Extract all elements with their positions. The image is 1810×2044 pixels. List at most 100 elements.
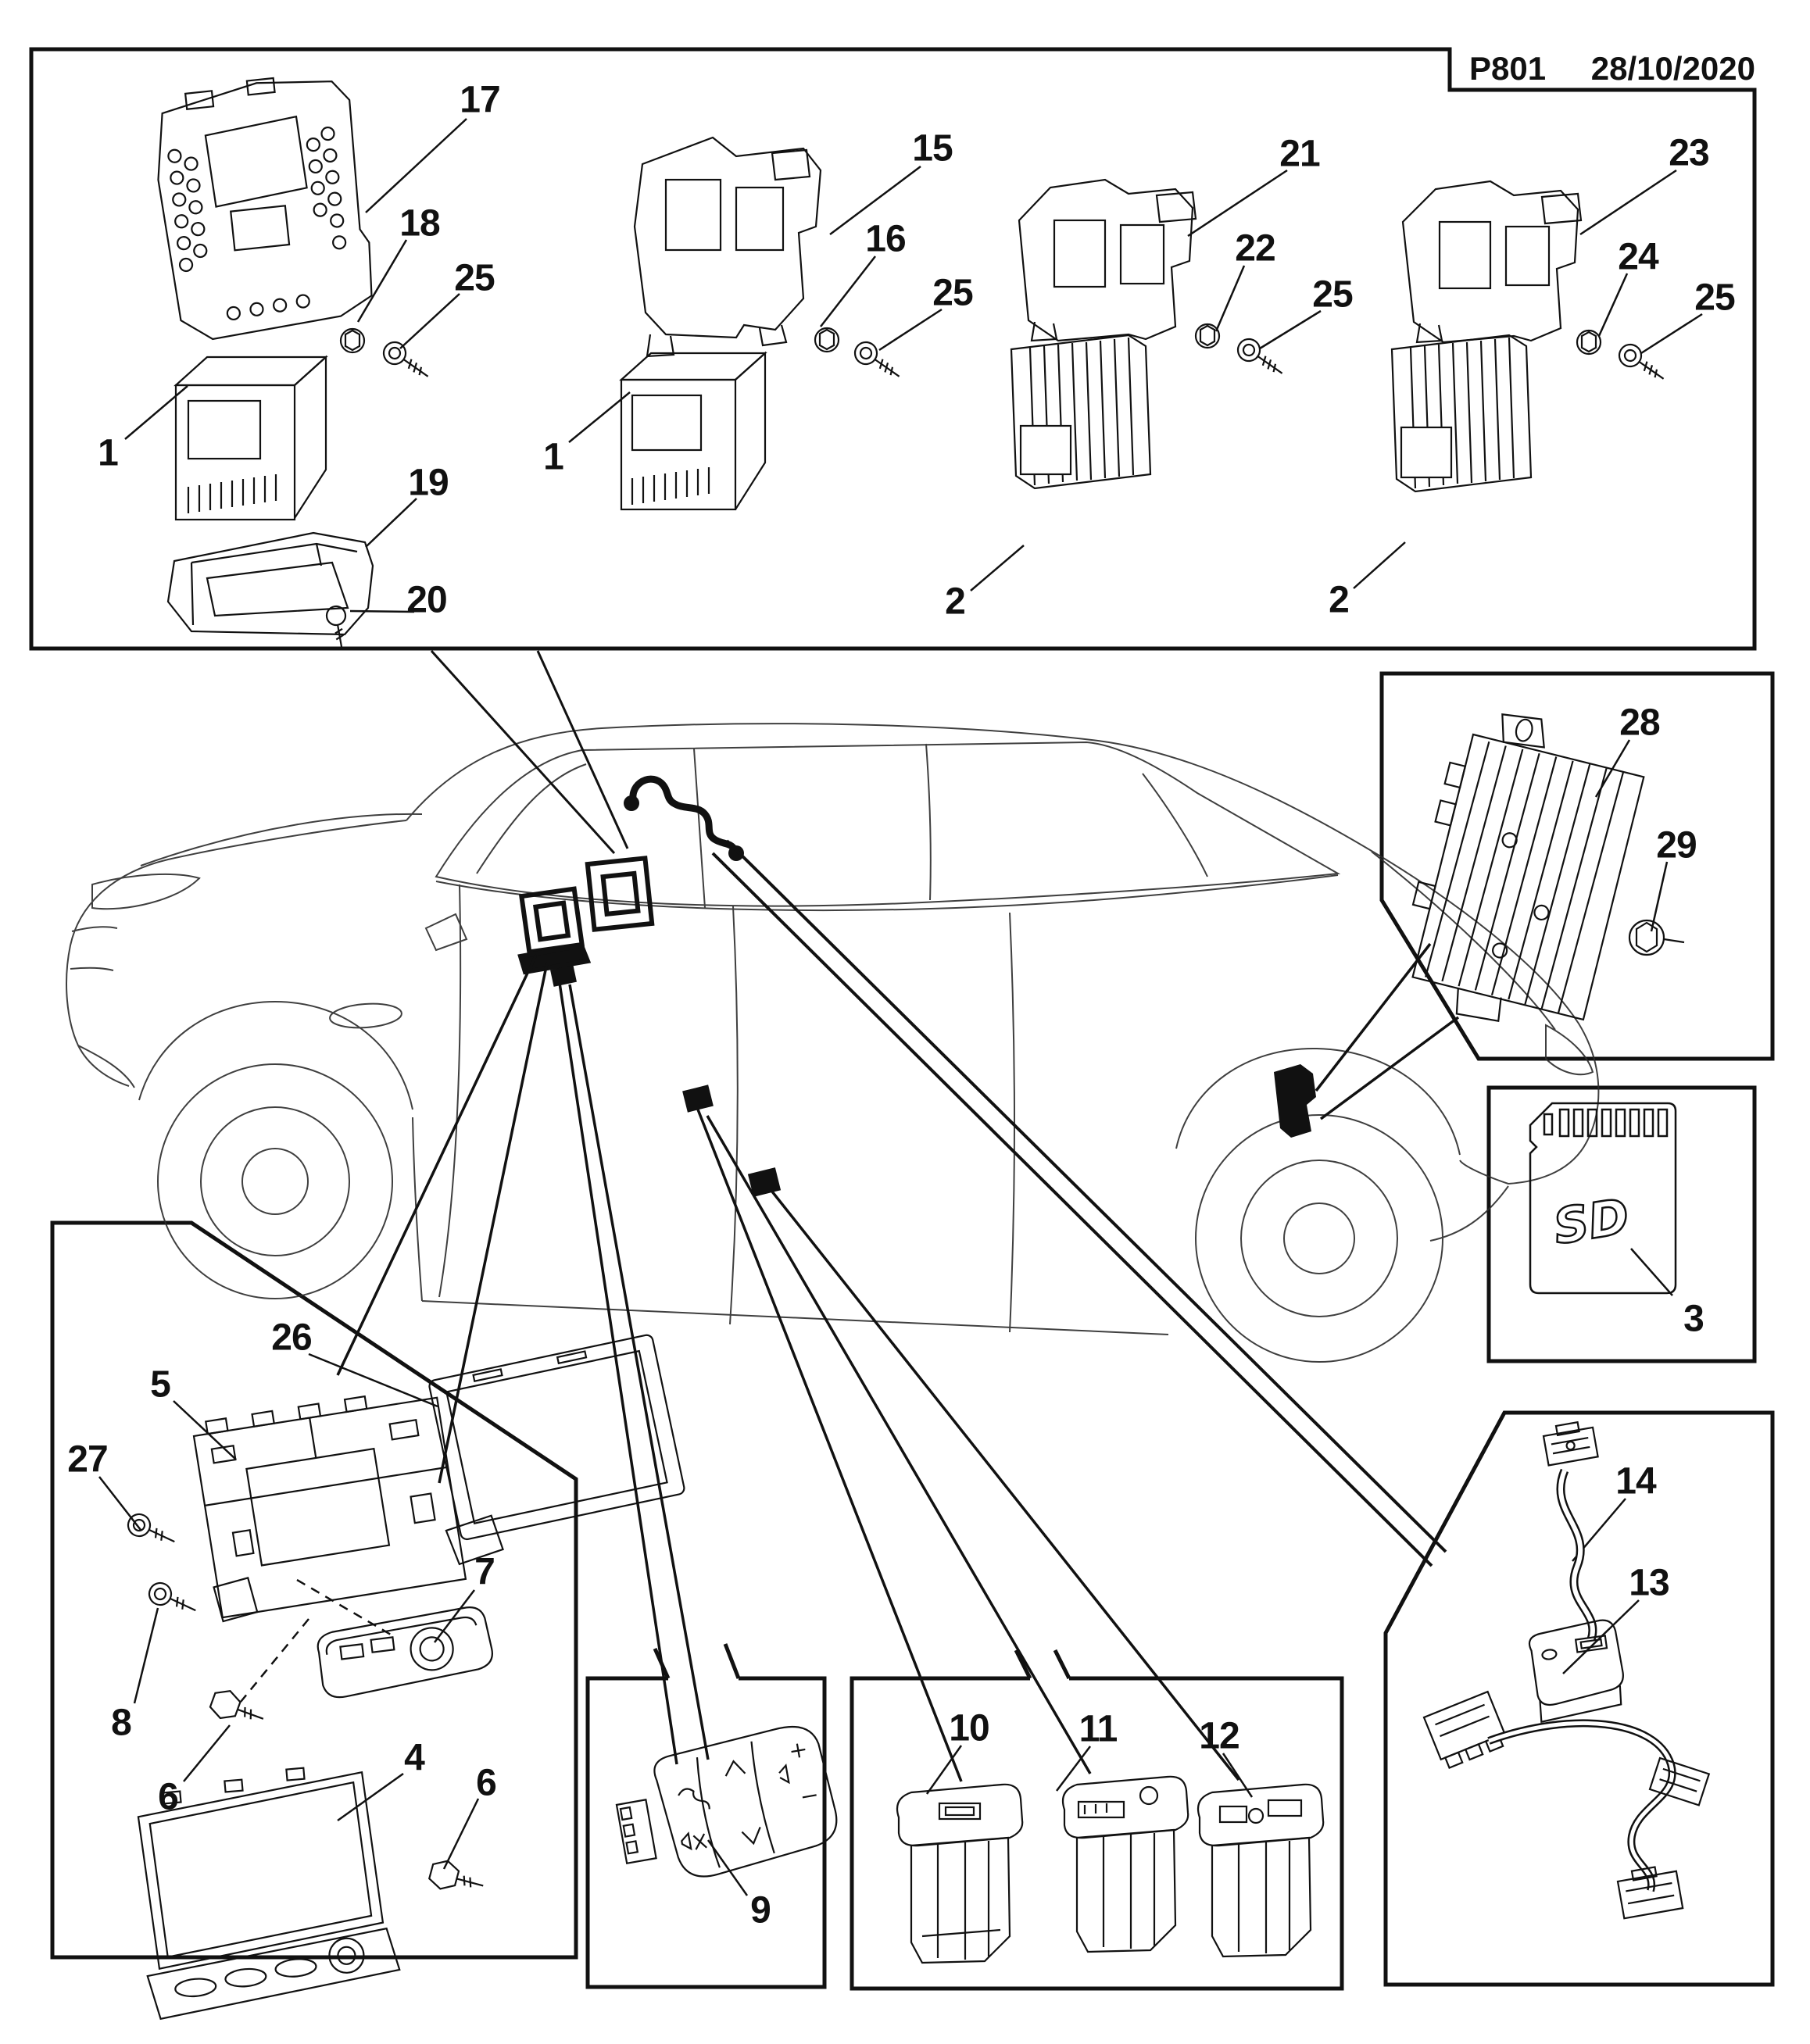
callout-label-25: 25 bbox=[1694, 277, 1735, 319]
callout-label-23: 23 bbox=[1669, 132, 1709, 174]
callout-label-16: 16 bbox=[865, 218, 906, 260]
callout-label-24: 24 bbox=[1618, 236, 1658, 278]
amplifier-box-parts bbox=[1411, 713, 1685, 1022]
callout-label-17: 17 bbox=[460, 79, 500, 121]
callout-leader-lines bbox=[98, 118, 1703, 1896]
callout-label-29: 29 bbox=[1656, 824, 1697, 867]
callout-label-25: 25 bbox=[454, 257, 495, 299]
part-25-screw-3 bbox=[1236, 338, 1283, 374]
sockets-box-parts bbox=[896, 1775, 1325, 1964]
sd-card-part: SD bbox=[1529, 1102, 1677, 1295]
part-16-nut bbox=[814, 327, 840, 353]
top-box-outline bbox=[29, 47, 1757, 651]
part-8-screw bbox=[148, 1581, 196, 1612]
display-box-outline bbox=[50, 1220, 578, 1960]
part-25-screw-1 bbox=[382, 341, 429, 377]
callout-label-15: 15 bbox=[912, 127, 953, 170]
callout-label-22: 22 bbox=[1235, 227, 1275, 270]
part-29-nut bbox=[1628, 919, 1685, 956]
callout-label-14: 14 bbox=[1615, 1460, 1656, 1503]
antenna-cable-marker bbox=[624, 775, 744, 861]
callout-label-11: 11 bbox=[1078, 1708, 1118, 1750]
cables-box-outline bbox=[1383, 1410, 1775, 1987]
switch-box-outline bbox=[585, 1643, 827, 1989]
connector-marker-console-1 bbox=[682, 1085, 714, 1113]
cables-box-parts bbox=[1422, 1420, 1711, 1920]
part-1-radio-left bbox=[173, 355, 328, 521]
part-11-aux-socket bbox=[1061, 1775, 1189, 1953]
part-5-mount-frame bbox=[192, 1395, 504, 1623]
callout-label-3: 3 bbox=[1683, 1298, 1704, 1340]
part-12-dual-socket bbox=[1197, 1783, 1325, 1958]
part-9-steering-switch bbox=[615, 1725, 838, 1878]
callout-label-19: 19 bbox=[408, 462, 449, 504]
sd-logo: SD bbox=[1550, 1188, 1633, 1256]
callout-label-27: 27 bbox=[67, 1438, 108, 1481]
callout-label-25: 25 bbox=[1312, 273, 1353, 316]
callout-label-1: 1 bbox=[98, 432, 119, 474]
callout-label-6: 6 bbox=[158, 1776, 179, 1818]
top-box-parts bbox=[157, 77, 1665, 650]
part-13-connector-a bbox=[1422, 1690, 1506, 1769]
callout-label-13: 13 bbox=[1629, 1562, 1669, 1604]
amplifier-box-outline bbox=[1379, 671, 1775, 1061]
part-15-bracket bbox=[633, 136, 822, 358]
callout-label-6: 6 bbox=[476, 1762, 497, 1804]
callout-label-4: 4 bbox=[404, 1737, 425, 1779]
part-4-display-unit bbox=[137, 1767, 401, 2021]
location-leader-lines bbox=[336, 649, 1460, 1782]
callout-label-10: 10 bbox=[949, 1707, 989, 1749]
part-10-usb-socket bbox=[896, 1783, 1024, 1964]
section-boxes bbox=[29, 47, 1775, 1991]
callout-label-12: 12 bbox=[1199, 1715, 1239, 1757]
part-23-bracket bbox=[1401, 180, 1583, 344]
part-27-screw bbox=[127, 1513, 175, 1543]
part-14-connector bbox=[1542, 1420, 1599, 1467]
part-13-connector-c bbox=[1616, 1866, 1684, 1920]
callout-label-8: 8 bbox=[111, 1702, 132, 1744]
callout-label-2: 2 bbox=[945, 581, 966, 623]
callout-label-5: 5 bbox=[150, 1363, 171, 1406]
callout-label-18: 18 bbox=[399, 202, 440, 245]
part-17-bracket bbox=[157, 77, 373, 341]
part-25-screw-4 bbox=[1618, 343, 1665, 380]
part-2-amplifier-right bbox=[1390, 334, 1533, 493]
sockets-box-outline bbox=[850, 1649, 1344, 1991]
callout-label-28: 28 bbox=[1619, 702, 1660, 744]
part-22-nut bbox=[1194, 323, 1221, 349]
callout-label-21: 21 bbox=[1279, 133, 1320, 175]
sd-card-box-outline bbox=[1486, 1085, 1757, 1363]
connector-marker-console-2 bbox=[747, 1167, 782, 1197]
connector-marker-dash bbox=[550, 965, 577, 987]
part-26-display bbox=[428, 1334, 685, 1541]
part-7-trim-panel bbox=[317, 1606, 493, 1699]
part-25-screw-2 bbox=[853, 341, 900, 377]
part-20-screw bbox=[325, 605, 347, 650]
part-24-nut bbox=[1576, 329, 1602, 356]
callout-label-7: 7 bbox=[474, 1551, 495, 1593]
part-28-amplifier bbox=[1411, 713, 1645, 1022]
callout-label-20: 20 bbox=[406, 579, 447, 621]
part-13-connector-b bbox=[1648, 1756, 1711, 1806]
display-box-parts bbox=[127, 1334, 685, 2021]
car-location-markers bbox=[517, 775, 1316, 1197]
part-6-screw-right bbox=[428, 1860, 484, 1890]
part-1-radio-right bbox=[619, 351, 767, 511]
callout-label-9: 9 bbox=[750, 1889, 771, 1931]
part-14-usb-module bbox=[1528, 1619, 1624, 1724]
page-date: 28/10/2020 bbox=[1590, 50, 1755, 87]
callout-label-26: 26 bbox=[271, 1317, 312, 1359]
part-6-screw-left bbox=[209, 1689, 264, 1720]
part-2-amplifier-left bbox=[1010, 334, 1152, 490]
switch-box-parts bbox=[615, 1725, 838, 1878]
page-code: P801 bbox=[1469, 50, 1547, 87]
head-unit-marker bbox=[517, 856, 655, 975]
callout-label-25: 25 bbox=[932, 272, 973, 314]
rear-amplifier-marker bbox=[1274, 1064, 1316, 1138]
part-21-bracket bbox=[1018, 178, 1197, 342]
callout-label-1: 1 bbox=[543, 436, 564, 478]
part-18-nut bbox=[339, 327, 366, 354]
part-19-bracket-lower bbox=[166, 531, 374, 636]
